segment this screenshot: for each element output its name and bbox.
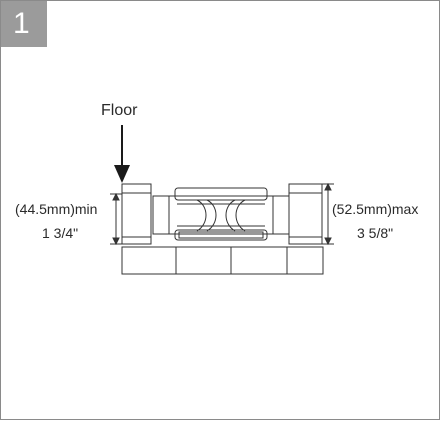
floor-label: Floor xyxy=(101,102,138,119)
max-dimension-mm: (52.5mm)max xyxy=(332,201,418,217)
max-dimension-bracket xyxy=(322,182,334,246)
min-dimension-inches: 1 3/4" xyxy=(42,225,78,241)
floor-arrow-icon xyxy=(114,125,130,183)
floor-layer-right xyxy=(288,183,323,245)
min-dimension-mm: (44.5mm)min xyxy=(15,201,97,217)
floor-layer-left xyxy=(121,183,152,245)
coupling-housing xyxy=(152,187,290,241)
min-dimension-bracket xyxy=(110,192,122,246)
subfloor-base xyxy=(121,246,324,275)
max-dimension-inches: 3 5/8" xyxy=(357,225,393,241)
step-number-badge: 1 xyxy=(1,1,47,47)
